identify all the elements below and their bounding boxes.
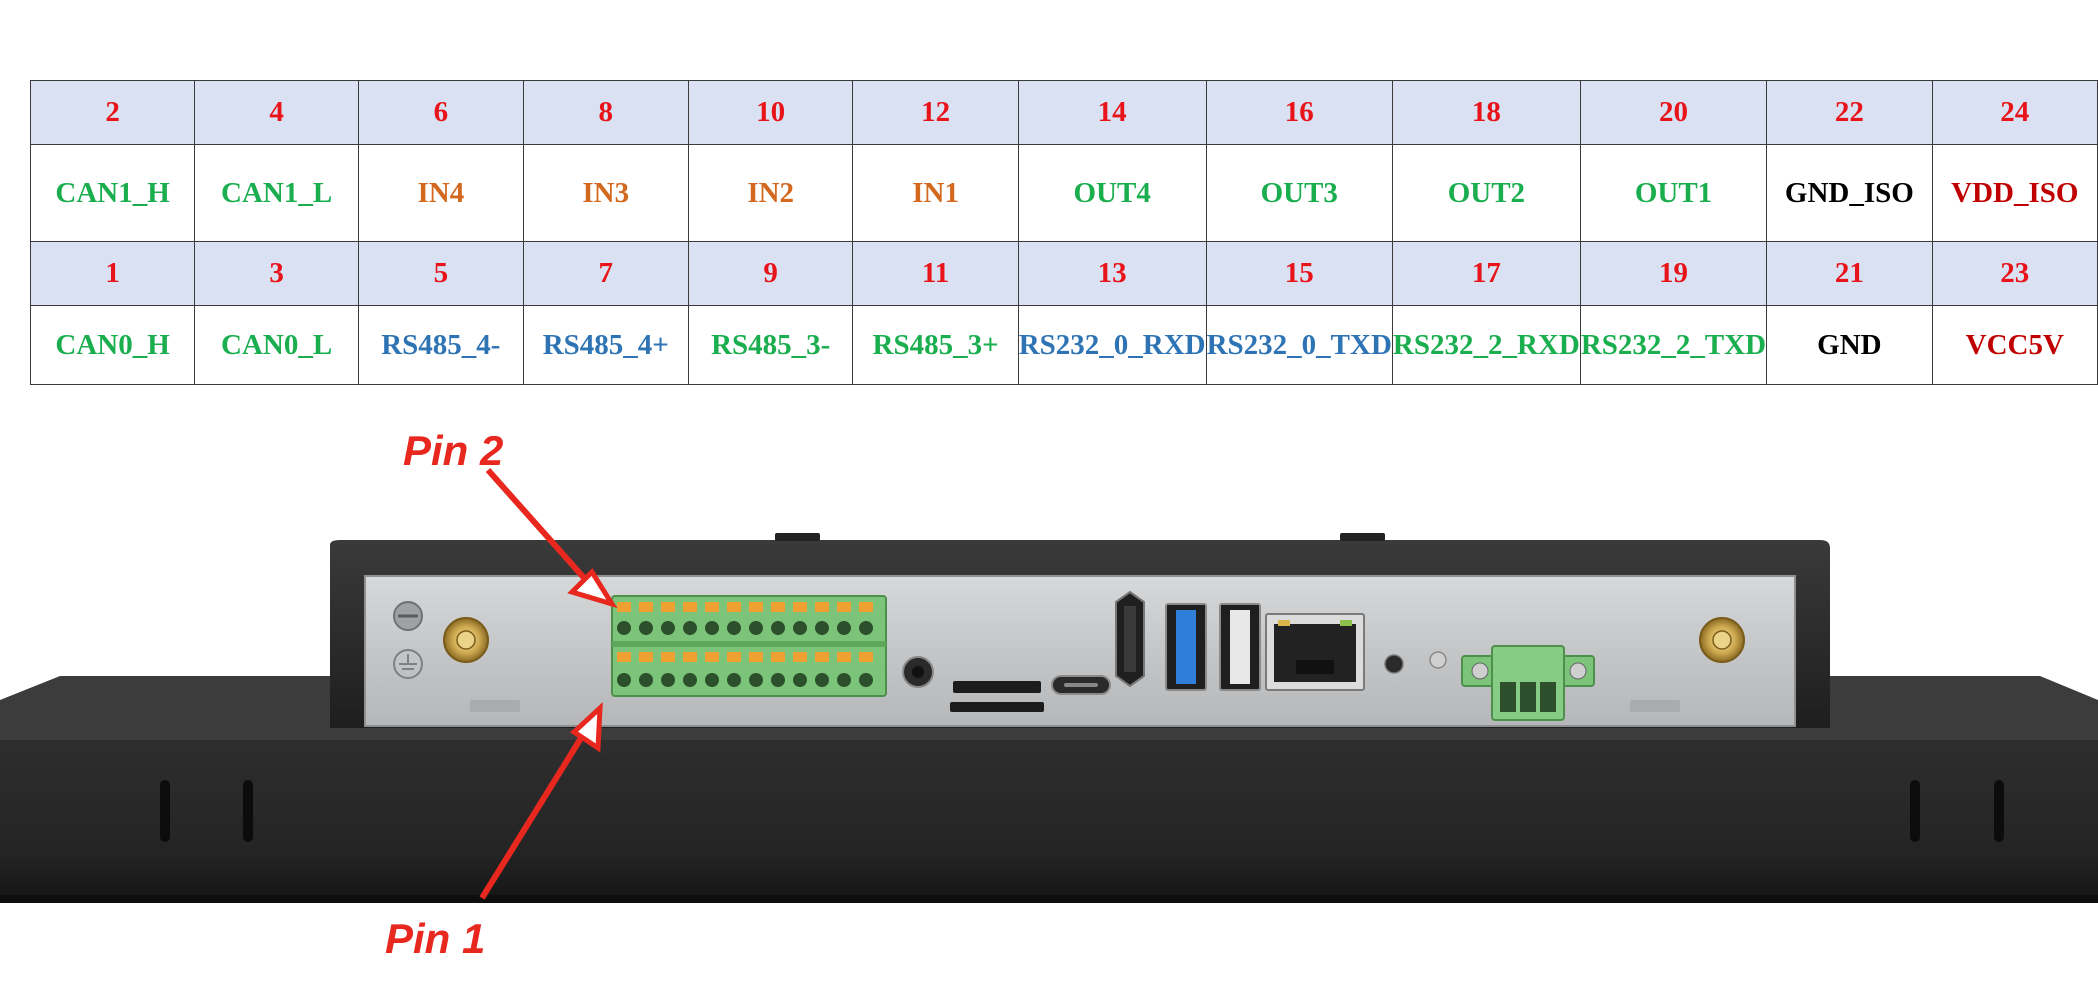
- signal-cell-can1-h: CAN1_H: [29, 144, 196, 242]
- pin-number-cell: 23: [1931, 241, 2098, 306]
- pin-assignment-table: 2 4 6 8 10 12 14 16 18 20 22 24 CAN1_H C…: [29, 80, 2098, 385]
- ground-screw-icon: [393, 601, 423, 679]
- pin-number-cell: 14: [1017, 80, 1207, 145]
- top-signal-row: CAN1_H CAN1_L IN4 IN3 IN2 IN1 OUT4 OUT3 …: [29, 144, 2098, 242]
- antenna-connector-left-icon: [443, 617, 489, 663]
- pin-number-cell: 19: [1579, 241, 1768, 306]
- pin-number-cell: 21: [1766, 241, 1933, 306]
- signal-cell-rs232-2-txd: RS232_2_TXD: [1579, 305, 1768, 385]
- signal-cell-in2: IN2: [687, 144, 854, 242]
- pin-number-cell: 4: [194, 80, 360, 145]
- pin-number-cell: 9: [687, 241, 854, 306]
- pin1-arrow-icon: [479, 702, 603, 900]
- terminal-block-24-pin-icon: [611, 595, 887, 697]
- ethernet-port-icon: [1265, 613, 1365, 691]
- signal-cell-gnd-iso: GND_ISO: [1766, 144, 1933, 242]
- signal-cell-rs485-3-minus: RS485_3-: [687, 305, 854, 385]
- top-pin-number-row: 2 4 6 8 10 12 14 16 18 20 22 24: [29, 80, 2098, 145]
- signal-cell-out3: OUT3: [1205, 144, 1393, 242]
- pin-number-cell: 7: [522, 241, 689, 306]
- pin-number-cell: 17: [1391, 241, 1581, 306]
- usb-c-port-icon: [1051, 675, 1111, 695]
- pin-number-cell: 3: [194, 241, 360, 306]
- pin-number-cell: 11: [852, 241, 1019, 306]
- pin2-callout-label: Pin 2: [403, 427, 504, 474]
- pin-number-cell: 10: [687, 80, 854, 145]
- signal-cell-rs232-0-txd: RS232_0_TXD: [1205, 305, 1393, 385]
- device-io-panel-illustration: [0, 468, 2098, 903]
- antenna-connector-right-icon: [1699, 617, 1745, 663]
- signal-cell-in1: IN1: [852, 144, 1019, 242]
- signal-cell-can0-h: CAN0_H: [29, 305, 196, 385]
- pin-number-cell: 6: [358, 80, 524, 145]
- usb2-port-icon: [1219, 603, 1261, 691]
- signal-cell-can0-l: CAN0_L: [194, 305, 360, 385]
- pin2-arrow-icon: [485, 468, 618, 609]
- pin-number-cell: 22: [1766, 80, 1933, 145]
- signal-cell-rs485-4-minus: RS485_4-: [358, 305, 524, 385]
- pin-number-cell: 18: [1391, 80, 1581, 145]
- pin-number-cell: 20: [1579, 80, 1768, 145]
- signal-cell-out1: OUT1: [1579, 144, 1768, 242]
- power-terminal-3-pin-icon: [1461, 645, 1595, 721]
- signal-cell-can1-l: CAN1_L: [194, 144, 360, 242]
- signal-cell-rs485-3-plus: RS485_3+: [852, 305, 1019, 385]
- bottom-pin-number-row: 1 3 5 7 9 11 13 15 17 19 21 23: [29, 241, 2098, 306]
- steel-io-plate: [364, 575, 1796, 727]
- usb3-port-icon: [1165, 603, 1207, 691]
- signal-cell-in3: IN3: [522, 144, 689, 242]
- signal-cell-out2: OUT2: [1391, 144, 1581, 242]
- pin1-callout-label: Pin 1: [385, 915, 486, 962]
- pin-number-cell: 5: [358, 241, 524, 306]
- pin-number-cell: 13: [1017, 241, 1207, 306]
- signal-cell-in4: IN4: [358, 144, 524, 242]
- pin-number-cell: 16: [1205, 80, 1393, 145]
- sd-card-slot-icon: [950, 681, 1044, 712]
- pin-number-cell: 1: [29, 241, 196, 306]
- pin-number-cell: 8: [522, 80, 689, 145]
- power-led-icon: [1384, 651, 1447, 674]
- signal-cell-rs232-2-rxd: RS232_2_RXD: [1391, 305, 1581, 385]
- pin-number-cell: 12: [852, 80, 1019, 145]
- signal-cell-gnd: GND: [1766, 305, 1933, 385]
- pin-number-cell: 24: [1931, 80, 2098, 145]
- signal-cell-rs485-4-plus: RS485_4+: [522, 305, 689, 385]
- signal-cell-out4: OUT4: [1017, 144, 1207, 242]
- signal-cell-vcc5v: VCC5V: [1931, 305, 2098, 385]
- audio-jack-icon: [902, 656, 934, 688]
- hdmi-port-icon: [1115, 590, 1145, 688]
- pin-number-cell: 15: [1205, 241, 1393, 306]
- pin-number-cell: 2: [29, 80, 196, 145]
- signal-cell-rs232-0-rxd: RS232_0_RXD: [1017, 305, 1207, 385]
- bottom-signal-row: CAN0_H CAN0_L RS485_4- RS485_4+ RS485_3-…: [29, 305, 2098, 385]
- signal-cell-vdd-iso: VDD_ISO: [1931, 144, 2098, 242]
